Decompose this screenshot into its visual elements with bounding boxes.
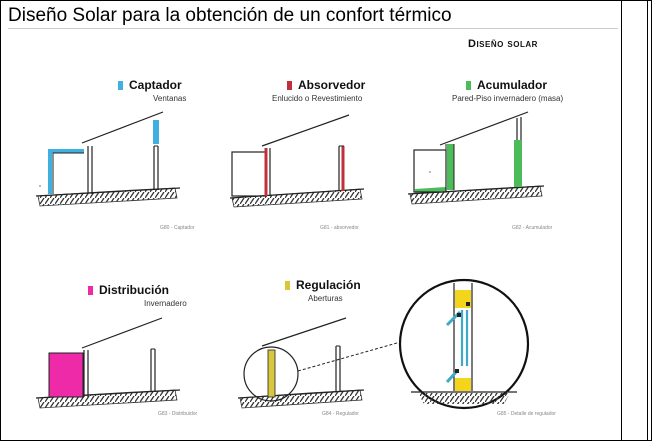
caption-distribuidor: G83 - Distribuidor: [158, 411, 198, 417]
roof-line: [439, 111, 529, 146]
panel-sublabel-distribucion: Invernadero: [144, 299, 187, 308]
color-swatch: [118, 80, 123, 90]
window-highlight: [153, 120, 159, 144]
house-diagram-regulacion: [237, 317, 405, 409]
callout-connector: [297, 340, 405, 372]
panel-sublabel-acumulador: Pared-Piso invernadero (masa): [452, 94, 564, 103]
vent-bottom-highlight: [455, 378, 471, 391]
house-diagram-acumulador: [407, 111, 545, 205]
house-diagram-distribucion: [35, 317, 181, 409]
section-heading: Diseño solar: [468, 38, 538, 50]
label-text: Captador: [129, 78, 182, 92]
greenhouse-window-highlight: [48, 149, 84, 194]
roof-line: [81, 317, 163, 349]
caption-acumulador: G82 - Acumulador: [512, 225, 553, 231]
ground-hatch: [231, 188, 363, 208]
color-swatch: [285, 280, 290, 290]
caption-detalle-regulador: G85 - Detalle de regulador: [497, 411, 556, 417]
divider-line: [621, 0, 622, 440]
panel-label-captador: Captador: [118, 78, 182, 92]
roof-line: [81, 111, 164, 144]
divider-line: [647, 0, 648, 440]
hinge: [457, 313, 461, 317]
detail-callout-circle: [243, 346, 299, 402]
color-swatch: [466, 80, 471, 90]
hinge: [455, 369, 459, 373]
label-text: Acumulador: [477, 78, 548, 92]
ground-hatch: [37, 187, 178, 207]
ground-line: [407, 185, 545, 195]
greenhouse-frame: [52, 152, 84, 194]
label-text: Absorvedor: [298, 78, 366, 92]
ground-line: [237, 389, 365, 399]
color-swatch: [88, 285, 93, 295]
caption-regulador: G84 - Regulador: [322, 411, 359, 417]
panel-sublabel-captador: Ventanas: [153, 94, 187, 103]
detail-circle: [398, 278, 530, 410]
title-rule: [8, 28, 618, 29]
mass-wall-highlight: [514, 140, 522, 187]
ground-hatch: [239, 389, 363, 409]
panel-sublabel-absorvedor: Enlucido o Revestimiento: [272, 94, 363, 103]
panel-label-distribucion: Distribución: [88, 283, 169, 297]
label-text: Regulación: [296, 278, 361, 292]
roof-line: [261, 114, 350, 147]
detail-ground-hatch: [418, 393, 510, 404]
roof-line: [261, 317, 347, 347]
vent-highlight: [267, 349, 276, 398]
panel-sublabel-regulacion: Aberturas: [308, 294, 343, 303]
dot-mark: [39, 185, 41, 187]
regulator-detail: [398, 278, 530, 410]
color-swatch: [287, 80, 292, 90]
greenhouse-frame: [231, 151, 267, 197]
mass-wall-highlight: [447, 144, 454, 190]
greenhouse-frame: [413, 149, 447, 193]
panel-label-regulacion: Regulación: [285, 278, 361, 292]
floor-mass-highlight: [414, 187, 447, 193]
dot-mark: [429, 171, 431, 173]
ground-line: [35, 187, 181, 197]
label-text: Distribución: [99, 283, 170, 297]
panel-label-absorvedor: Absorvedor: [287, 78, 365, 92]
hinge: [466, 302, 470, 306]
house-diagram-captador: [35, 111, 181, 207]
greenhouse-fill-highlight: [48, 352, 84, 398]
caption-captador: G80 - Captador: [160, 225, 195, 231]
slide-title: Diseño Solar para la obtención de un con…: [8, 5, 452, 26]
house-diagram-absorvedor: [229, 114, 365, 208]
caption-absorvedor: G81 - absorvedor: [320, 225, 359, 231]
panel-label-acumulador: Acumulador: [466, 78, 547, 92]
